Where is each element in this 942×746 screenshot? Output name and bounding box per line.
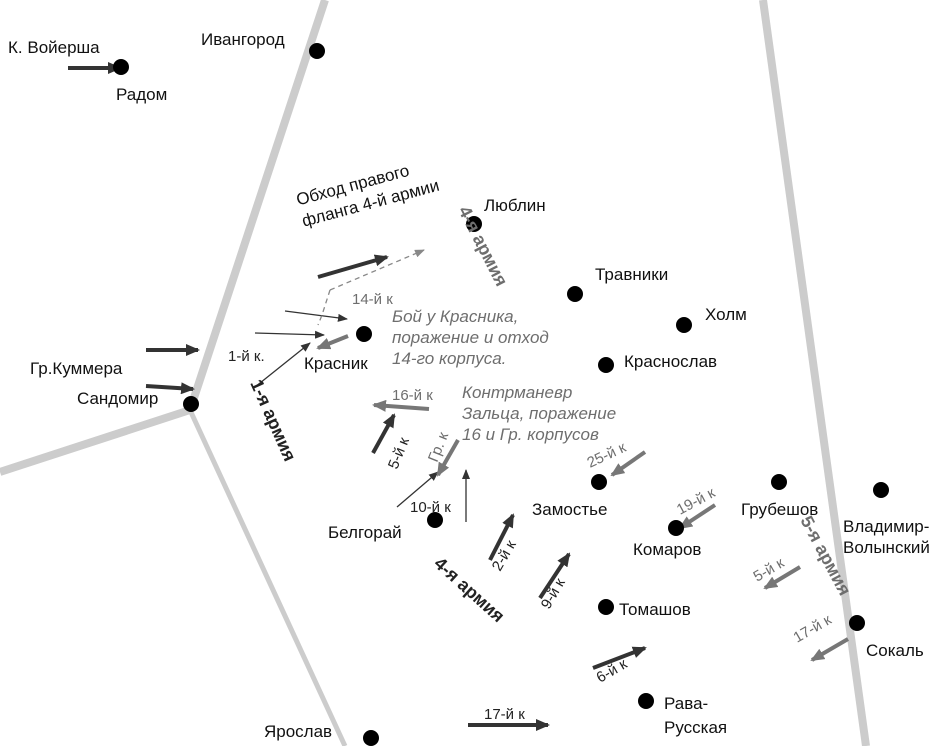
arrow-5th-corps-east [763, 565, 802, 590]
label-kummer: Гр.Куммера [30, 359, 123, 378]
corps-label-17th-south: 17-й к [484, 706, 525, 723]
city-dot-belgorai [427, 512, 443, 528]
corps-label-16th: 16-й к [392, 387, 433, 404]
label-kholm: Холм [705, 305, 747, 324]
corps-label-17th-east: 17-й к [791, 611, 835, 646]
arrow-5th-corps [371, 413, 396, 454]
city-dot-sandomir [183, 396, 199, 412]
city-dot-vladimir [873, 482, 889, 498]
corps-label-1st: 1-й к. [228, 348, 265, 365]
army-label-1st: 1-я армия [246, 376, 300, 464]
border-line-south [187, 408, 348, 746]
border-line-north [186, 0, 329, 412]
label-belgorai: Белгорай [328, 523, 402, 542]
annot-salza-line-3: 16 и Гр. корпусов [462, 425, 599, 444]
city-dot-rava [638, 693, 654, 709]
thin-arrow-10th-1 [396, 471, 439, 508]
annot-krasnik-line-3: 14-го корпуса. [392, 349, 506, 368]
thin-arrow-1st-army [254, 342, 311, 388]
label-rava-2: Русская [664, 718, 727, 737]
city-dot-radom [113, 59, 129, 75]
arrow-19th-corps [678, 503, 717, 530]
corps-label-2nd: 2-й к [489, 537, 520, 574]
city-dot-komarov [668, 520, 684, 536]
arrow-gr-corps [436, 439, 460, 477]
border-line-east [759, 0, 870, 746]
corps-label-9th: 9-й к [538, 575, 569, 612]
city-dot-travniki [567, 286, 583, 302]
city-dot-zamoste [591, 474, 607, 490]
label-ivangorod: Ивангород [201, 30, 285, 49]
corps-label-6th: 6-й к [594, 655, 631, 686]
city-dot-grubeshov [771, 474, 787, 490]
arrow-sandomir [145, 382, 195, 395]
city-dot-krasnoslav [598, 357, 614, 373]
label-krasnoslav: Краснослав [624, 352, 717, 371]
arrow-25th-corps [610, 450, 647, 477]
arrow-9th-corps [538, 552, 571, 600]
city-dot-tomashov [598, 599, 614, 615]
corps-label-14th: 14-й к [352, 291, 393, 308]
city-dot-kholm [676, 317, 692, 333]
label-komarov: Комаров [633, 540, 701, 559]
arrow-6th-corps [592, 646, 647, 670]
annot-salza-line-2: Зальца, поражение [462, 404, 616, 423]
corps-label-10th: 10-й к [410, 499, 451, 516]
label-krasnik: Красник [304, 354, 368, 373]
dashed-arrow-flank-head [329, 249, 425, 291]
annot-krasnik-line-2: поражение и отход [392, 328, 549, 347]
arrow-16th-corps [372, 399, 430, 412]
label-rava-1: Рава- [664, 694, 708, 713]
label-sokal: Сокаль [866, 641, 924, 660]
arrow-2nd-corps [488, 513, 515, 561]
label-vladimir-2: Волынский [843, 538, 930, 557]
dashed-arrow-flank [317, 289, 331, 326]
city-dot-ivangorod [309, 43, 325, 59]
label-sandomir: Сандомир [77, 389, 158, 408]
arrow-flank [317, 254, 389, 279]
army-label-4th-north: 4-я армия [454, 203, 511, 290]
corps-label-5th: 5-й к [385, 435, 413, 472]
city-dot-sokal [849, 615, 865, 631]
label-tomashov: Томашов [619, 600, 691, 619]
label-yaroslav: Ярослав [264, 722, 332, 741]
annot-salza-line-1: Контрманевр [462, 383, 572, 402]
thin-arrow-krasnik-2 [254, 330, 325, 339]
city-dot-krasnik [356, 326, 372, 342]
label-vladimir-1: Владимир- [843, 517, 929, 536]
label-zamoste: Замостье [532, 500, 607, 519]
arrow-17th-corps-east [810, 637, 850, 662]
border-line-west [0, 406, 192, 476]
thin-arrow-krasnik-1 [284, 310, 348, 322]
city-dot-yaroslav [363, 730, 379, 746]
corps-label-19th: 19-й к [674, 484, 718, 518]
label-lublin: Люблин [484, 196, 546, 215]
label-radom: Радом [116, 85, 167, 104]
label-travniki: Травники [595, 265, 668, 284]
arrow-14th-corps [316, 334, 349, 350]
label-grubeshov: Грубешов [741, 500, 818, 519]
city-dot-lublin [466, 216, 482, 232]
annot-krasnik-line-1: Бой у Красника, [392, 307, 518, 326]
corps-label-5th-east: 5-й к [751, 554, 788, 585]
label-voyersha: К. Войерша [8, 38, 100, 57]
